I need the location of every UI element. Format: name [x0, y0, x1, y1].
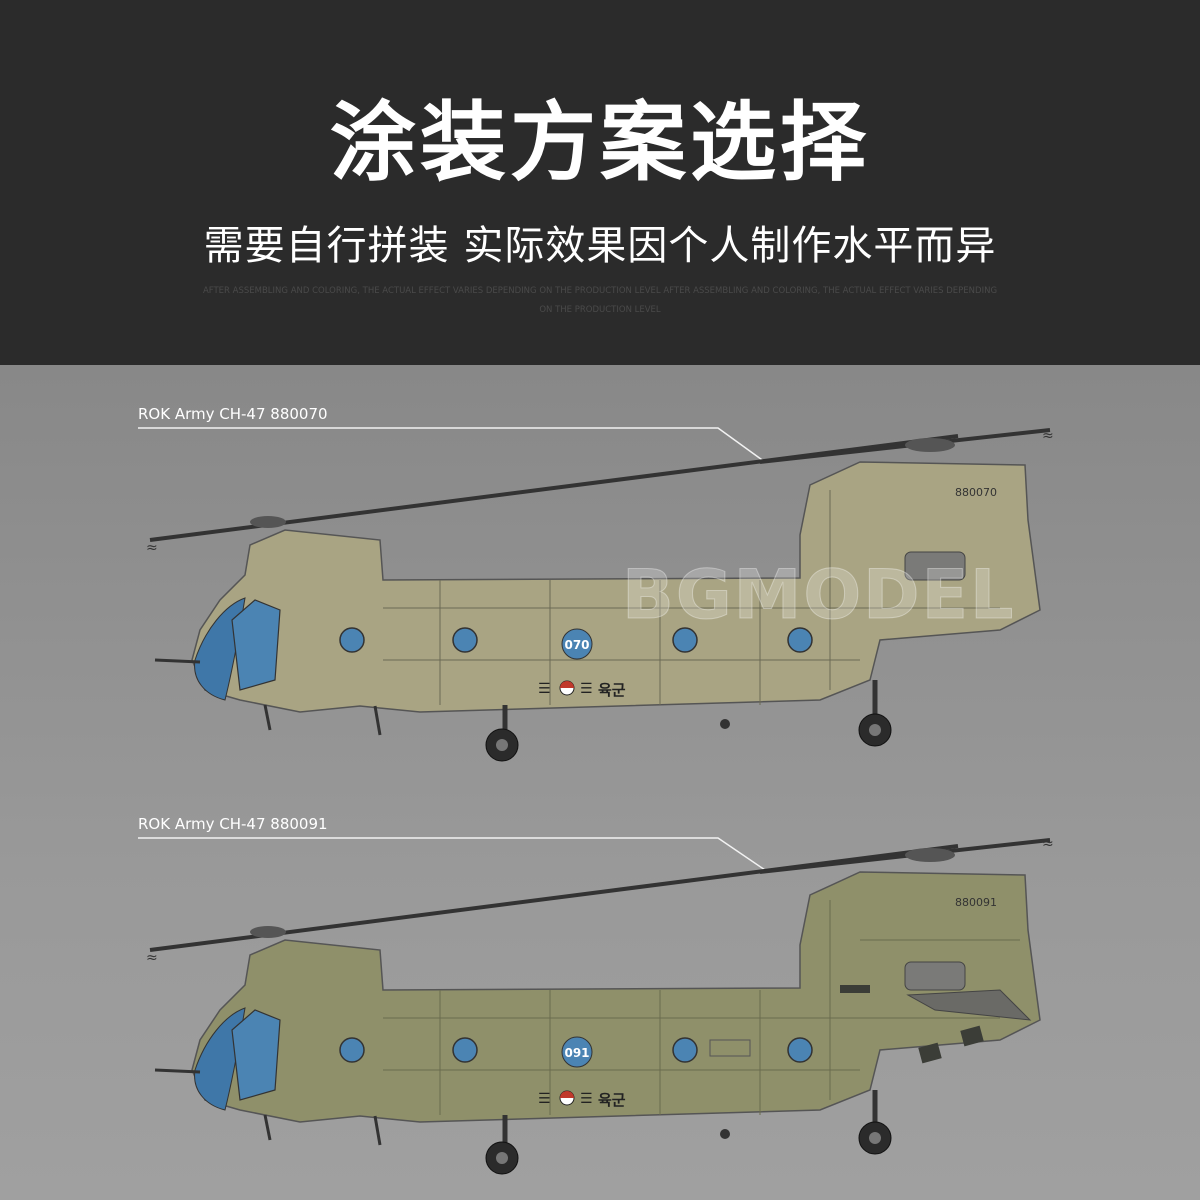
svg-text:☰: ☰ [580, 1091, 593, 1107]
svg-text:≈: ≈ [146, 950, 158, 966]
helicopter-camo-illustration: ≈ ≈ [138, 427, 1054, 762]
scheme-label-1: ROK Army CH-47 880070 [138, 405, 328, 423]
side-number-2: 091 [564, 1046, 589, 1060]
helicopter-olive-illustration: ≈ ≈ [138, 836, 1054, 1175]
rotor-rear-blade [759, 428, 1051, 464]
side-number-badge-1 [561, 628, 593, 660]
leader-line-2 [138, 837, 766, 871]
page-subtitle: 需要自行拼装 实际效果因个人制作水平而异 [203, 223, 997, 269]
tail-number-1: 880070 [955, 486, 997, 499]
engine-pod [904, 551, 966, 581]
page-title: 涂装方案选择 [330, 93, 870, 193]
svg-text:☰: ☰ [580, 681, 593, 697]
army-text-2: 육군 [598, 1091, 626, 1109]
svg-text:☰: ☰ [538, 681, 551, 697]
side-number-1: 070 [564, 638, 589, 652]
tail-number-2: 880091 [955, 896, 997, 909]
svg-text:≈: ≈ [1042, 428, 1054, 444]
header-banner: 涂装方案选择 需要自行拼装 实际效果因个人制作水平而异 After assemb… [0, 0, 1200, 365]
svg-text:☰: ☰ [538, 1091, 551, 1107]
disclaimer-text: After assembling and coloring, the actua… [202, 286, 998, 315]
svg-text:≈: ≈ [146, 540, 158, 556]
scheme-label-2: ROK Army CH-47 880091 [138, 815, 328, 833]
side-number-badge-2 [561, 1036, 593, 1068]
svg-text:≈: ≈ [1042, 836, 1054, 852]
leader-line-1 [138, 427, 766, 463]
army-text-1: 육군 [598, 681, 626, 699]
refuel-probe [154, 658, 201, 664]
watermark-logo: BGMODEL [621, 556, 1016, 636]
